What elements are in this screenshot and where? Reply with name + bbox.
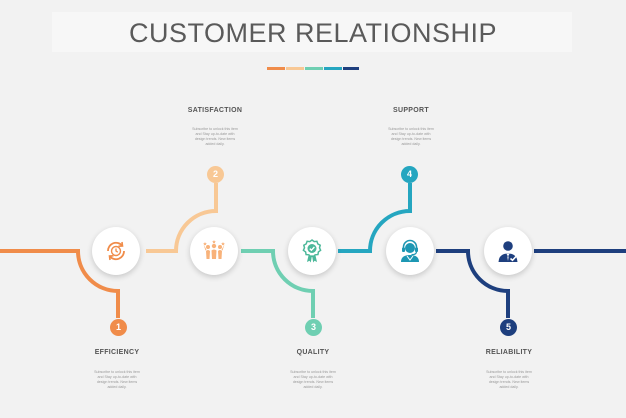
headset-operator-icon bbox=[401, 239, 419, 262]
step-heading-2: SATISFACTION bbox=[187, 107, 243, 114]
step-description-4: Subscribe to unlock this item and Stay u… bbox=[388, 127, 434, 146]
color-bar-navy bbox=[343, 67, 359, 70]
color-bar-mint bbox=[305, 67, 323, 70]
step-heading-4: SUPPORT bbox=[393, 107, 429, 114]
step-circle-1 bbox=[92, 227, 140, 275]
title-band bbox=[52, 12, 572, 52]
step-number-1: 1 bbox=[110, 319, 127, 336]
color-bar-orange bbox=[267, 67, 285, 70]
team-celebration-icon bbox=[203, 240, 225, 259]
step-heading-3: QUALITY bbox=[296, 349, 330, 356]
step-circle-2 bbox=[190, 227, 238, 275]
step-heading-5: RELIABILITY bbox=[485, 349, 533, 356]
efficiency-cycle-icon bbox=[107, 241, 125, 261]
step-number-4: 4 bbox=[401, 166, 418, 183]
step-description-5: Subscribe to unlock this item and Stay u… bbox=[486, 370, 532, 389]
step-circle-4 bbox=[386, 227, 434, 275]
color-bar-teal bbox=[324, 67, 342, 70]
connector-2 bbox=[146, 183, 218, 253]
step-circle-3 bbox=[288, 227, 336, 275]
step-description-3: Subscribe to unlock this item and Stay u… bbox=[290, 370, 336, 389]
step-heading-1: EFFICIENCY bbox=[94, 349, 140, 356]
step-description-1: Subscribe to unlock this item and Stay u… bbox=[94, 370, 140, 389]
color-bar-peach bbox=[286, 67, 304, 70]
connector-5 bbox=[436, 249, 510, 318]
step-circle-5 bbox=[484, 227, 532, 275]
connector-3 bbox=[241, 249, 315, 318]
connector-4 bbox=[338, 183, 412, 253]
step-description-2: Subscribe to unlock this item and Stay u… bbox=[192, 127, 238, 146]
quality-badge-icon bbox=[302, 239, 322, 263]
businessman-check-icon bbox=[498, 241, 518, 262]
step-number-5: 5 bbox=[500, 319, 517, 336]
page-title: CUSTOMER RELATIONSHIP bbox=[128, 18, 498, 48]
connector-1 bbox=[0, 249, 120, 318]
step-number-3: 3 bbox=[305, 319, 322, 336]
step-number-2: 2 bbox=[207, 166, 224, 183]
